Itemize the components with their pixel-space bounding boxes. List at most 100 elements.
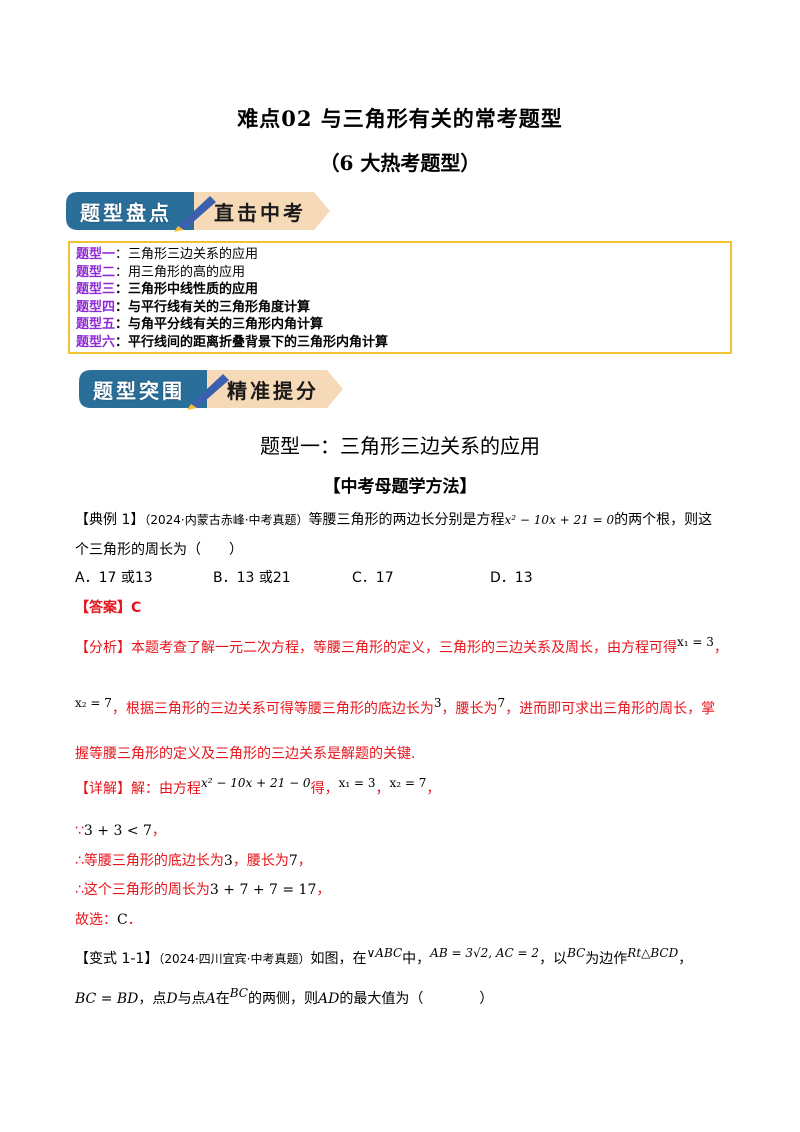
option-letter: C．	[352, 570, 376, 586]
toc-tag: 题型六	[76, 334, 116, 350]
page-title: 难点02 与三角形有关的常考题型	[237, 106, 563, 131]
detail-x2: x₂ = 7	[389, 776, 427, 790]
step-tail: ，	[297, 853, 312, 869]
option-c: C．17	[352, 567, 394, 587]
banner-breakthrough-right: 精准提分	[227, 379, 319, 403]
analysis-text: 本题考查了解一元二次方程，等腰三角形的定义，三角形的三边关系及周长，由方程可得	[131, 640, 677, 656]
example-line-2: 个三角形的周长为（ ）	[75, 542, 243, 558]
variant-text: ，点	[138, 991, 167, 1007]
analysis-comma: ，	[713, 640, 728, 656]
detail-label: 【详解】	[75, 781, 131, 797]
analysis-x1: x₁ = 3	[677, 635, 714, 649]
option-value: 13	[514, 570, 533, 586]
step-math: 3	[223, 853, 233, 869]
option-a: A．17 或13	[75, 567, 153, 587]
detail-x1: x₁ = 3	[338, 776, 376, 790]
step-tail: ，	[316, 882, 331, 898]
option-value: 17 或13	[98, 570, 153, 586]
analysis-text: ，进而即可求出三角形的周长，掌	[505, 701, 716, 717]
step-line: ∴这个三角形的周长为3 + 7 + 7 = 17，	[75, 879, 330, 899]
option-letter: B．	[213, 570, 237, 586]
banner-overview-left: 题型盘点	[80, 201, 172, 225]
variant-text: 为边作	[585, 951, 628, 967]
toc-name: ：与平行线有关的三角形角度计算	[115, 299, 311, 315]
example-label: 【典例 1】	[75, 512, 145, 528]
example-text: 的两个根，则这	[614, 512, 713, 528]
analysis-line-2: x₂ = 7，根据三角形的三边关系可得等腰三角形的底边长为3，腰长为7，进而即可…	[75, 696, 716, 718]
choice-line: 故选：C．	[75, 909, 142, 929]
option-d: D．13	[490, 567, 533, 587]
detail-text: 得，	[310, 781, 339, 797]
detail-sep: ，	[375, 781, 390, 797]
step-symbol: ∴	[75, 853, 84, 869]
variant-text: 与点	[177, 991, 206, 1007]
banner-breakthrough-left: 题型突围	[93, 379, 185, 403]
toc-name: ：平行线间的距离折叠背景下的三角形内角计算	[115, 334, 389, 350]
step-symbol: ∵	[75, 823, 84, 839]
toc-item: 题型五：与角平分线有关的三角形内角计算	[76, 316, 724, 334]
toc-tag: 题型四	[76, 299, 116, 315]
variant-text: 中，	[402, 951, 431, 967]
option-value: 17	[375, 570, 394, 586]
toc-name: ：与角平分线有关的三角形内角计算	[115, 317, 324, 332]
toc-name: ：用三角形的高的应用	[115, 264, 246, 280]
toc-item: 题型三：三角形中线性质的应用	[76, 281, 724, 299]
example-text: 等腰三角形的两边长分别是方程	[308, 512, 505, 528]
analysis-label: 【分析】	[75, 640, 131, 656]
analysis-text: ，根据三角形的三边关系可得等腰三角形的底边长为	[111, 701, 434, 717]
variant-source: （2024·四川宜宾·中考真题）	[158, 952, 311, 966]
variant-side: BC	[567, 946, 586, 960]
example-source: （2024·内蒙古赤峰·中考真题）	[144, 513, 309, 527]
step-math: 3 + 3 < 7	[83, 823, 152, 839]
method-title: 【中考母题学方法】	[323, 477, 477, 497]
banner-shape	[79, 370, 343, 410]
variant-text: 在	[215, 991, 230, 1007]
variant-point-d: D	[166, 991, 178, 1007]
step-tail: ，	[151, 823, 166, 839]
analysis-line-1: 【分析】本题考查了解一元二次方程，等腰三角形的定义，三角形的三边关系及周长，由方…	[75, 635, 728, 657]
toc-tag: 题型五	[76, 317, 116, 332]
variant-given: AB = 3√2, AC = 2	[430, 946, 540, 960]
analysis-line-3: 握等腰三角形的定义及三角形的三边关系是解题的关键.	[75, 746, 416, 762]
variant-text: ，以	[539, 951, 568, 967]
choice-text: 故选：	[75, 912, 117, 928]
variant-rt: Rt△BCD	[627, 946, 679, 960]
variant-label: 【变式 1-1】	[75, 951, 159, 967]
answer-line: 【答案】C	[75, 597, 141, 617]
step-line: ∵3 + 3 < 7，	[75, 820, 166, 840]
analysis-x2: x₂ = 7	[75, 696, 112, 710]
variant-point-a: A	[205, 991, 216, 1007]
variant-text: 的最大值为（ ）	[339, 991, 494, 1007]
step-text: 等腰三角形的底边长为	[83, 853, 224, 869]
variant-text: ，	[678, 951, 693, 967]
banner-overview: 题型盘点 直击中考	[62, 188, 332, 234]
variant-triangle: ∨ABC	[366, 946, 403, 960]
answer-value: C	[131, 600, 142, 616]
analysis-base: 3	[433, 696, 442, 710]
toc-item: 题型一：三角形三边关系的应用	[76, 246, 724, 264]
step-line: ∴等腰三角形的底边长为3，腰长为7，	[75, 850, 312, 870]
toc-name: ：三角形三边关系的应用	[115, 247, 259, 262]
toc-item: 题型二：用三角形的高的应用	[76, 264, 724, 282]
variant-eq: BC = BD	[75, 991, 139, 1007]
banner-breakthrough: 题型突围 精准提分	[75, 366, 345, 412]
variant-bc: BC	[229, 986, 248, 1000]
banner-shape	[66, 192, 330, 232]
analysis-leg: 7	[497, 696, 506, 710]
detail-text: 解：由方程	[131, 781, 201, 797]
option-b: B．13 或21	[213, 567, 291, 587]
analysis-text: ，腰长为	[441, 701, 498, 717]
example-equation: x² − 10x + 21 = 0	[504, 513, 615, 527]
variant-text: 如图，在	[310, 951, 367, 967]
variant-line-2: BC = BD，点D与点A在BC的两侧，则AD的最大值为（ ）	[75, 986, 494, 1008]
step-math: 3 + 7 + 7 = 17	[209, 882, 317, 898]
toc-tag: 题型三	[76, 282, 116, 297]
toc-tag: 题型二	[76, 264, 116, 280]
toc-tag: 题型一	[76, 247, 116, 262]
step-text: 这个三角形的周长为	[83, 882, 210, 898]
variant-line-1: 【变式 1-1】（2024·四川宜宾·中考真题）如图，在∨ABC中，AB = 3…	[75, 946, 693, 968]
example-line-1: 【典例 1】（2024·内蒙古赤峰·中考真题）等腰三角形的两边长分别是方程x² …	[75, 509, 712, 529]
option-letter: D．	[490, 570, 515, 586]
choice-tail: ．	[127, 912, 142, 928]
banner-overview-right: 直击中考	[214, 201, 306, 225]
